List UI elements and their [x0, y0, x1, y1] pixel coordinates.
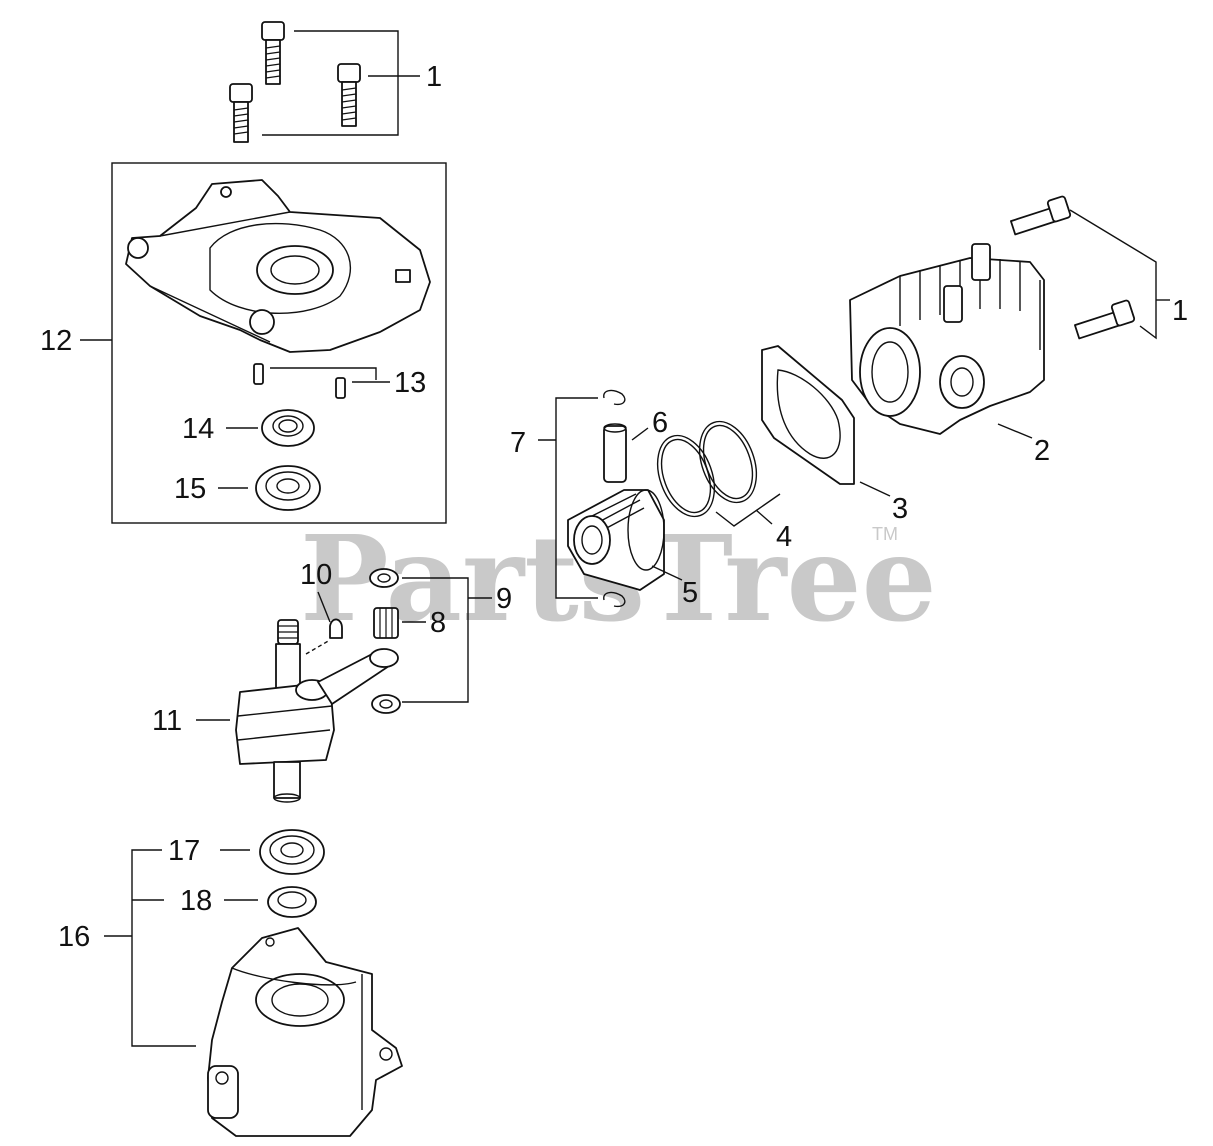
callout-2[interactable]: 2 [1034, 435, 1050, 467]
circlip-upper[interactable] [603, 389, 626, 406]
leader-5 [651, 565, 683, 581]
leader-9-bracket [402, 577, 469, 703]
screw-top-right[interactable] [337, 63, 361, 127]
piston-pin[interactable] [603, 423, 627, 483]
crankshaft[interactable] [235, 619, 399, 803]
leader-10 [317, 591, 331, 623]
cylinder[interactable] [849, 243, 1045, 435]
watermark-trademark: TM [872, 524, 898, 544]
callout-16[interactable]: 16 [58, 921, 90, 953]
woodruff-key[interactable] [329, 618, 343, 639]
key-alignment-line [305, 639, 331, 655]
callout-7[interactable]: 7 [510, 427, 526, 459]
leader-4-bracket [715, 493, 781, 527]
dowel-pin-left[interactable] [253, 363, 264, 385]
crankcase-half-upper[interactable] [125, 179, 431, 353]
callout-3[interactable]: 3 [892, 493, 908, 525]
callout-13[interactable]: 13 [394, 367, 426, 399]
leader-2 [997, 423, 1033, 439]
needle-bearing[interactable] [373, 607, 399, 639]
leader-7-bracket [555, 397, 598, 599]
dowel-pin-right[interactable] [335, 377, 346, 399]
callout-8[interactable]: 8 [430, 607, 446, 639]
callout-1-cylinder[interactable]: 1 [1172, 295, 1188, 327]
thrust-washer-upper[interactable] [369, 568, 399, 588]
callout-15[interactable]: 15 [174, 473, 206, 505]
leader-4 [755, 509, 773, 525]
crankcase-half-lower[interactable] [207, 927, 403, 1137]
piston[interactable] [567, 489, 665, 591]
callout-4[interactable]: 4 [776, 521, 792, 553]
piston-ring-inner[interactable] [647, 428, 725, 525]
callout-17[interactable]: 17 [168, 835, 200, 867]
callout-14[interactable]: 14 [182, 413, 214, 445]
leader-16-bracket [131, 849, 196, 1047]
circlip-lower[interactable] [603, 591, 626, 608]
ball-bearing-lower[interactable] [259, 829, 325, 875]
thrust-washer-lower[interactable] [371, 694, 401, 714]
callout-11[interactable]: 11 [152, 705, 182, 737]
callout-12[interactable]: 12 [40, 325, 72, 357]
screw-top-left[interactable] [261, 21, 285, 85]
crankcase-kit-box [111, 162, 447, 524]
leader-13-a [270, 367, 377, 380]
callout-18[interactable]: 18 [180, 885, 212, 917]
leader-3 [859, 481, 891, 497]
callout-9[interactable]: 9 [496, 583, 512, 615]
leader-6 [631, 427, 649, 441]
callout-1-top[interactable]: 1 [426, 61, 442, 93]
oil-seal-lower[interactable] [267, 886, 317, 918]
callout-10[interactable]: 10 [300, 559, 332, 591]
oil-seal-upper[interactable] [261, 409, 315, 447]
screw-cylinder-lower[interactable] [1074, 299, 1136, 340]
ball-bearing-upper[interactable] [255, 465, 321, 511]
cylinder-gasket[interactable] [761, 345, 855, 485]
leader-1-top-bracket [262, 30, 399, 136]
screw-top-lower[interactable] [229, 83, 253, 143]
callout-5[interactable]: 5 [682, 577, 698, 609]
callout-6[interactable]: 6 [652, 407, 668, 439]
piston-ring-outer[interactable] [689, 414, 767, 511]
screw-cylinder-upper[interactable] [1010, 195, 1072, 236]
